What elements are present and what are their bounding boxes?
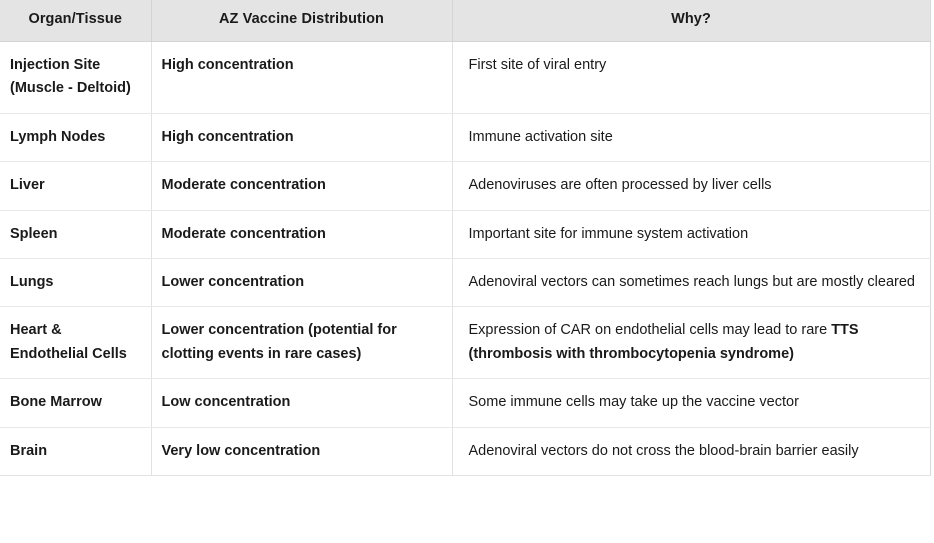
- column-header-az-vaccine-distribution: AZ Vaccine Distribution: [151, 0, 453, 42]
- why-text-plain: Adenoviral vectors can sometimes reach l…: [468, 273, 915, 290]
- cell-organ-tissue: Brain: [0, 427, 152, 476]
- cell-distribution: High concentration: [151, 41, 453, 114]
- why-text-plain: Important site for immune system activat…: [468, 225, 749, 242]
- cell-distribution: Very low concentration: [151, 427, 453, 476]
- cell-why: Adenoviral vectors do not cross the bloo…: [452, 427, 930, 476]
- cell-organ-tissue: Injection Site (Muscle - Deltoid): [0, 41, 152, 114]
- cell-why: Immune activation site: [452, 113, 930, 163]
- table-header: Organ/Tissue AZ Vaccine Distribution Why…: [0, 0, 930, 42]
- cell-why: First site of viral entry: [452, 41, 930, 114]
- cell-why: Adenoviral vectors can sometimes reach l…: [452, 258, 930, 308]
- cell-organ-tissue: Liver: [0, 161, 152, 211]
- why-text-plain: First site of viral entry: [468, 56, 607, 73]
- vaccine-distribution-table: Organ/Tissue AZ Vaccine Distribution Why…: [0, 0, 931, 477]
- cell-distribution: Moderate concentration: [151, 161, 453, 211]
- why-text-plain: Adenoviruses are often processed by live…: [468, 177, 772, 194]
- cell-why: Important site for immune system activat…: [452, 210, 930, 259]
- table-header-row: Organ/Tissue AZ Vaccine Distribution Why…: [0, 0, 930, 42]
- cell-organ-tissue: Lymph Nodes: [0, 113, 152, 163]
- why-text-emphasis: TTS (thrombosis with thrombocytopenia sy…: [468, 322, 859, 362]
- table-row: Injection Site (Muscle - Deltoid)High co…: [0, 41, 930, 114]
- cell-why: Some immune cells may take up the vaccin…: [452, 378, 930, 428]
- cell-distribution: Low concentration: [151, 378, 453, 428]
- cell-distribution: High concentration: [151, 113, 453, 163]
- why-text-plain: Immune activation site: [468, 128, 613, 145]
- why-text-plain: Some immune cells may take up the vaccin…: [468, 394, 799, 411]
- cell-why: Adenoviruses are often processed by live…: [452, 161, 930, 211]
- column-header-organ-tissue: Organ/Tissue: [0, 0, 152, 42]
- cell-organ-tissue: Heart & Endothelial Cells: [0, 306, 152, 380]
- table-container: Organ/Tissue AZ Vaccine Distribution Why…: [0, 0, 931, 477]
- cell-distribution: Moderate concentration: [151, 210, 453, 259]
- why-text-plain: Expression of CAR on endothelial cells m…: [468, 322, 832, 339]
- cell-organ-tissue: Bone Marrow: [0, 378, 152, 428]
- cell-organ-tissue: Lungs: [0, 258, 152, 308]
- column-header-why: Why?: [452, 0, 930, 42]
- why-text-plain: Adenoviral vectors do not cross the bloo…: [468, 442, 859, 459]
- cell-organ-tissue: Spleen: [0, 210, 152, 259]
- cell-distribution: Lower concentration (potential for clott…: [151, 306, 453, 380]
- table-body: Injection Site (Muscle - Deltoid)High co…: [0, 41, 930, 476]
- cell-distribution: Lower concentration: [151, 258, 453, 308]
- cell-why: Expression of CAR on endothelial cells m…: [452, 306, 930, 380]
